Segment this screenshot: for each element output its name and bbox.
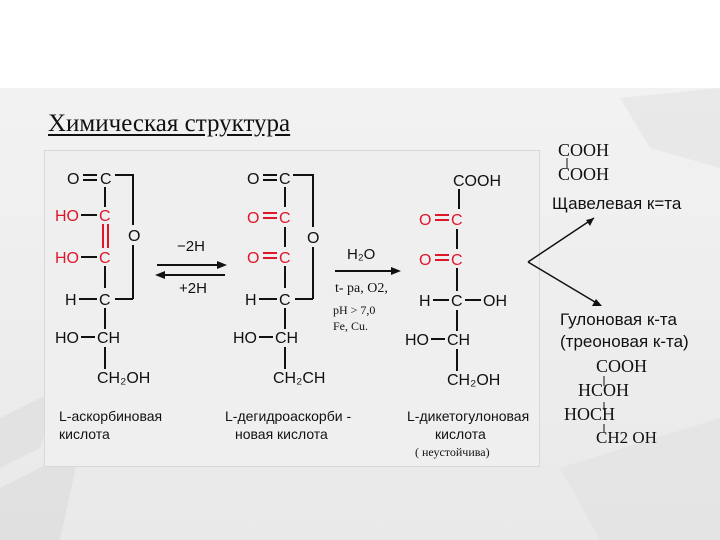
dehydro-o3: O [247,250,259,267]
diketo-caption-2: кислота [435,426,486,442]
ascorbic-c3: C [99,250,111,267]
diketo-o3: O [419,252,431,269]
ascorbic-c2: C [99,208,111,225]
ascorbic-ho3: HO [55,330,79,347]
diketo-ho: HO [405,332,429,349]
dehydro-h: H [245,292,257,309]
condition-line-1: t- ра, О2, [335,281,388,296]
plus-2h-label: +2H [179,280,207,297]
dehydro-caption-2: новая кислота [235,426,328,442]
slide-title: Химическая структура [48,110,291,137]
reaction-scheme-image: O C HO C HO C O H C HO CH CH₂ [44,150,540,467]
background-decoration [0,88,720,540]
dehydro-top-c: C [279,171,291,188]
gulonic-hcoh: HCOH [578,380,630,400]
ascorbic-ho2: HO [55,250,79,267]
ascorbic-caption-1: L-аскорбиновая [59,408,162,424]
oxalic-cooh-1: COOH [558,140,610,160]
diketo-c4: C [451,293,463,310]
dehydro-ch2ch: CH₂CH [273,370,325,387]
ascorbic-caption-2: кислота [59,426,110,442]
diketo-c2: C [451,212,463,229]
diketo-ch: CH [447,332,470,349]
condition-line-3: Fe, Cu. [333,319,369,333]
dehydro-top-o: O [247,171,259,188]
dehydro-caption-1: L-дегидроаскорби - [225,408,351,424]
diketo-oh: OH [483,293,507,310]
redox-equilibrium-arrows: −2H +2H [155,238,227,297]
ascorbic-c4: C [99,292,111,309]
diketogulonic-acid-structure: COOH O C O C H C OH HO CH CH₂OH L-дикето… [405,173,529,442]
water-label: H₂O [347,246,375,263]
dehydro-c3: C [279,250,291,267]
dehydro-ch: CH [275,330,298,347]
ascorbic-ch: CH [97,330,120,347]
minus-2h-label: −2H [177,238,205,255]
diketo-caption-1: L-дикетогулоновая [407,408,529,424]
diketo-cooh: COOH [453,173,501,190]
diketo-c3: C [451,252,463,269]
ascorbic-top-c: C [100,171,112,188]
ascorbic-h: H [65,292,77,309]
ascorbic-acid-structure: O C HO C HO C O H C HO CH CH₂ [55,171,162,442]
ascorbic-top-o: O [67,171,79,188]
dehydro-ho: HO [233,330,257,347]
gulonic-cooh: COOH [596,356,648,376]
dehydro-c2: C [279,210,291,227]
diketo-o2: O [419,212,431,229]
hydrolysis-arrow: H₂O [335,246,401,275]
gulonic-hoch: HOCH [564,404,616,424]
condition-line-2: рН > 7,0 [333,303,376,317]
gulonic-name-2: (треоновая к-та) [560,332,689,351]
oxalic-acid-name: Щавелевая к=та [552,194,682,213]
gulonic-name-1: Гулоновая к-та [560,310,677,329]
instability-note: ( неустойчива) [415,445,490,459]
diketo-ch2oh: CH₂OH [447,372,500,389]
dehydro-ring-o: O [307,230,319,247]
gulonic-ch2oh: CH2 OH [596,428,657,447]
diketo-h: H [419,293,431,310]
dehydroascorbic-acid-structure: O C O C O C O H C HO CH [225,171,351,442]
ascorbic-ch2oh: CH₂OH [97,370,150,387]
ascorbic-ho1: HO [55,208,79,225]
oxalic-cooh-2: COOH [558,164,610,184]
dehydro-o2: O [247,210,259,227]
dehydro-c4: C [279,292,291,309]
ascorbic-ring-o: O [128,228,140,245]
